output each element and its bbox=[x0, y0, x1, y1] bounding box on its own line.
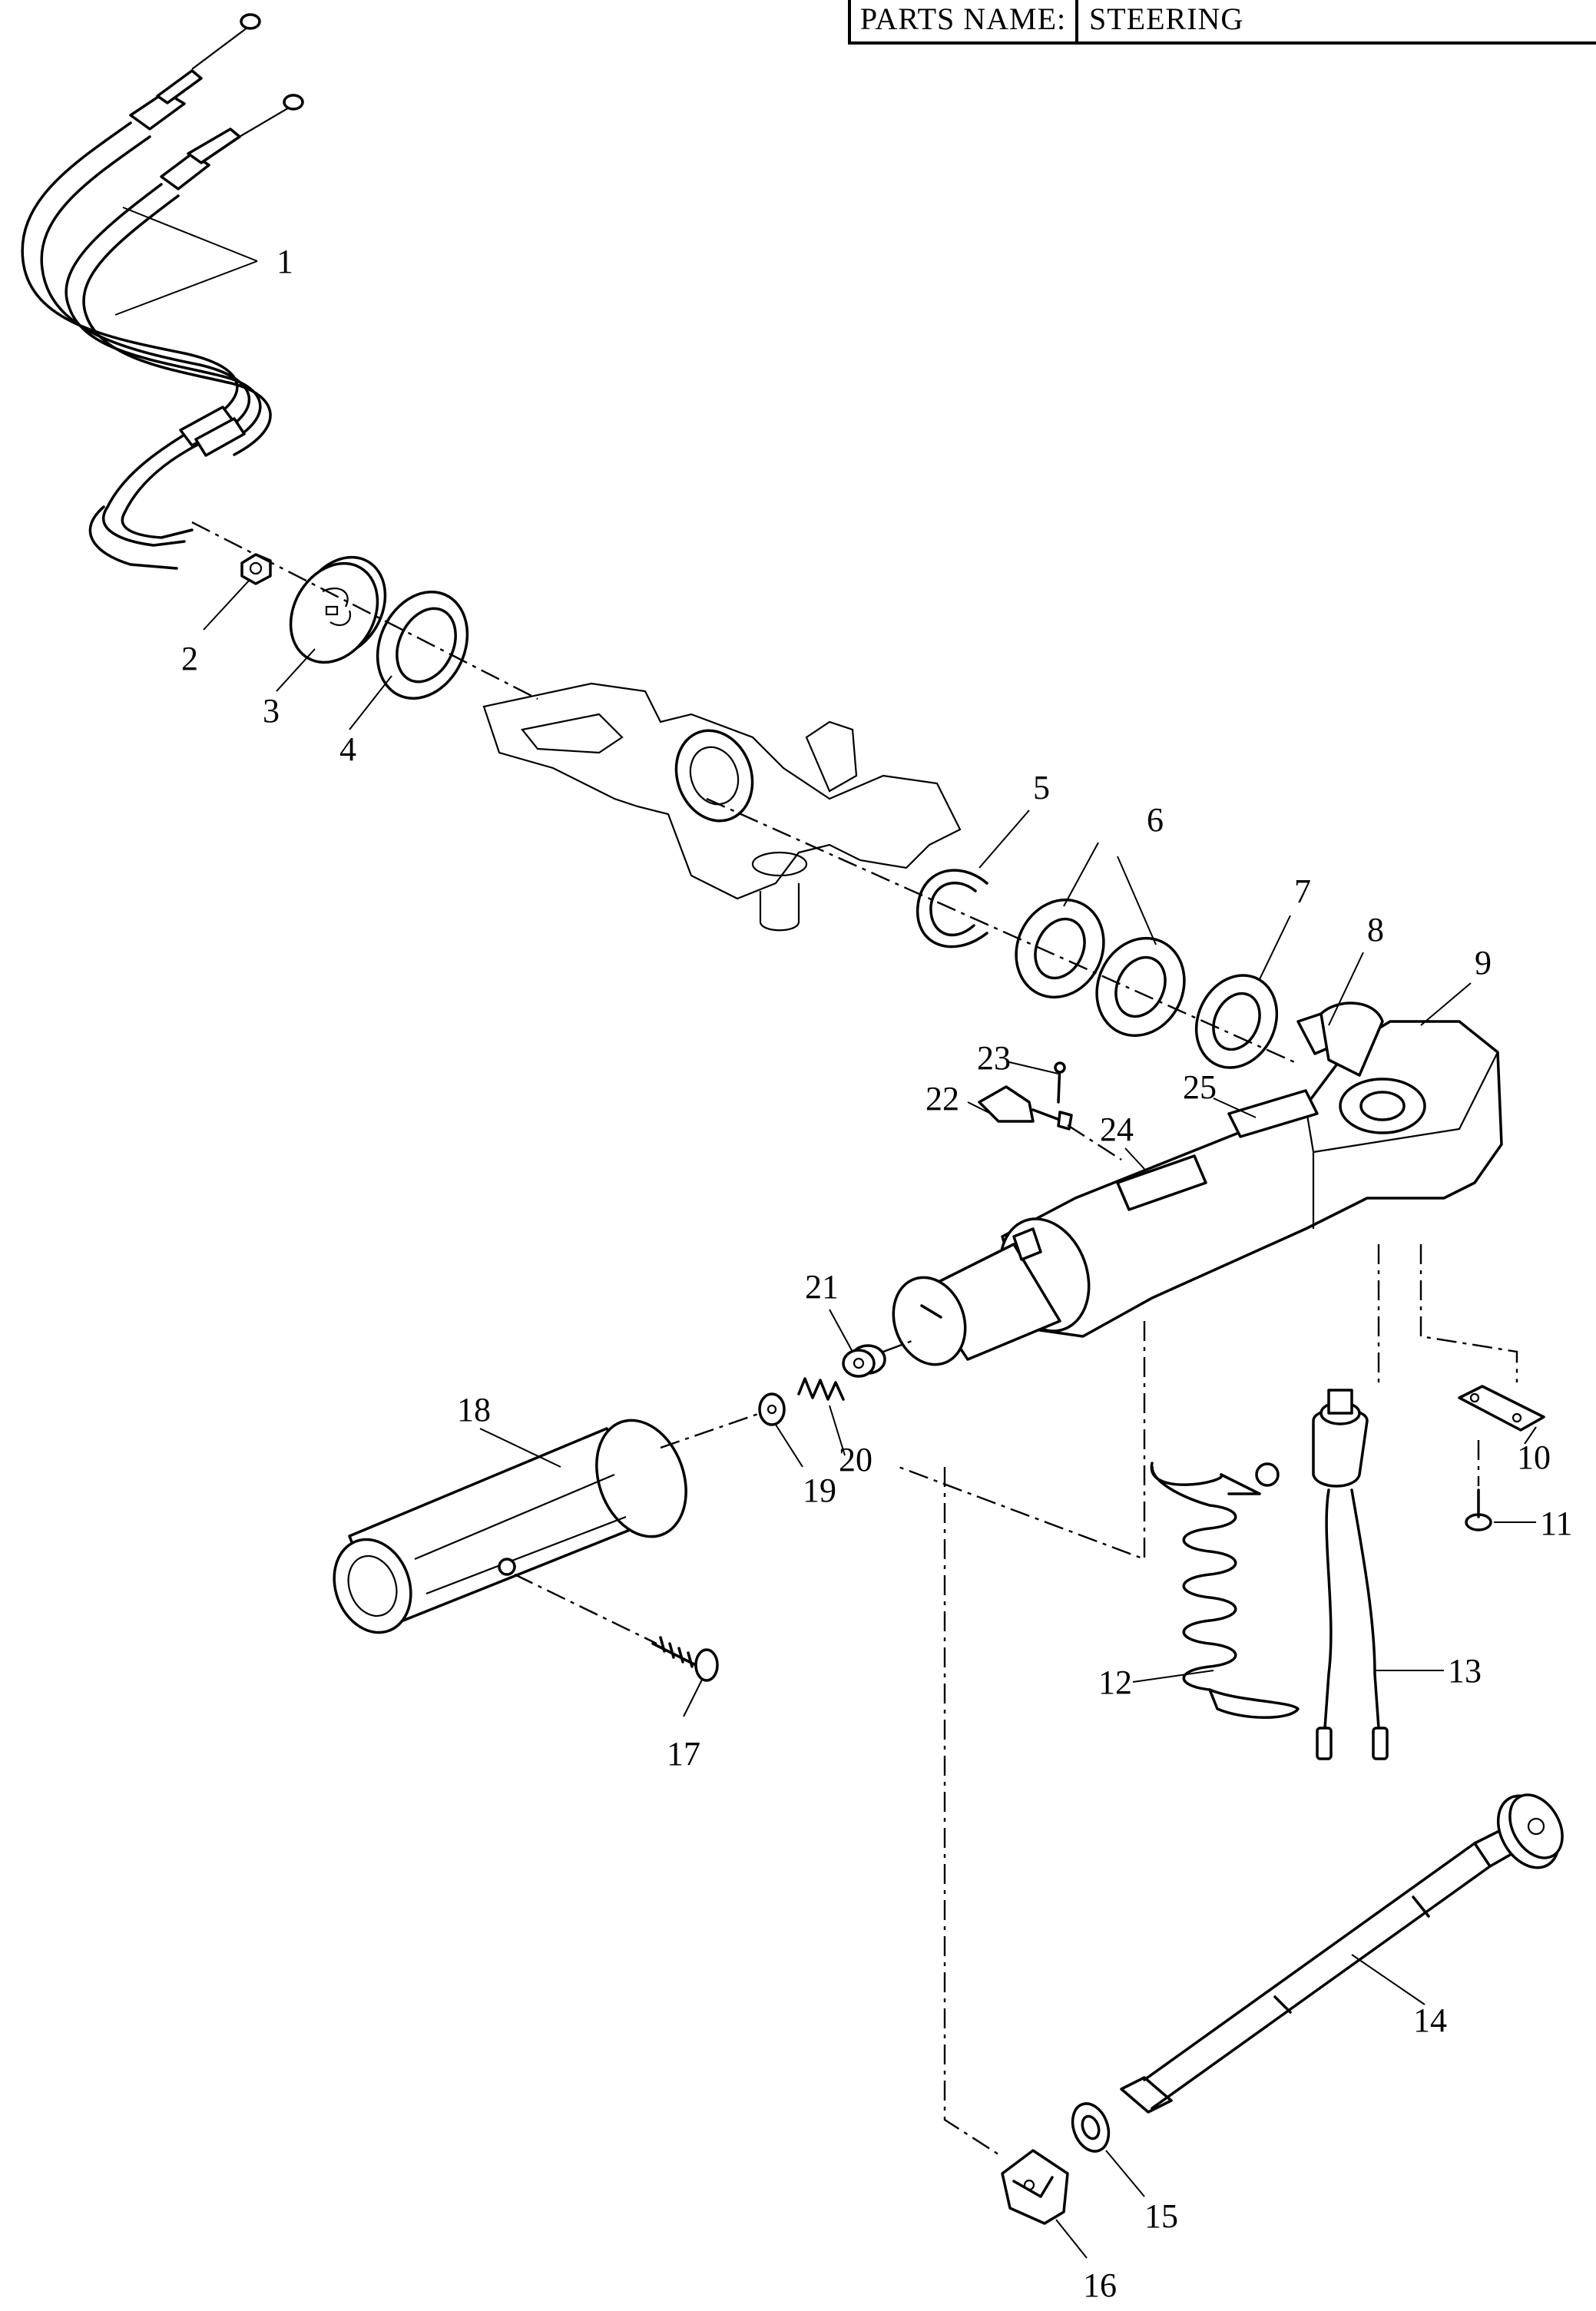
part-lanyard bbox=[1150, 1462, 1300, 1719]
callout-10: 10 bbox=[1517, 1439, 1551, 1476]
part-throttle-shaft bbox=[1120, 1793, 1564, 2114]
parts-name-value: STEERING bbox=[1089, 1, 1244, 36]
callout-25: 25 bbox=[1183, 1068, 1217, 1106]
parts-name-value-cell: STEERING bbox=[1084, 0, 1596, 41]
bracket-axis bbox=[943, 1467, 999, 2156]
part-circlip bbox=[916, 869, 988, 949]
callout-9: 9 bbox=[1475, 944, 1492, 982]
part-swivel-bracket bbox=[482, 682, 962, 932]
callout-numbers: 1 2 3 4 5 6 7 8 9 10 11 12 13 14 15 16 1… bbox=[181, 243, 1572, 2304]
callout-3: 3 bbox=[263, 692, 280, 730]
part-spring bbox=[797, 1377, 845, 1401]
part-friction-plates bbox=[1015, 898, 1186, 1038]
callout-7: 7 bbox=[1294, 872, 1311, 910]
plate-axis bbox=[1419, 1244, 1518, 1382]
callout-15: 15 bbox=[1144, 2197, 1178, 2235]
part-pin-23 bbox=[1054, 1061, 1066, 1104]
callout-18: 18 bbox=[457, 1391, 491, 1429]
callout-8: 8 bbox=[1367, 911, 1384, 949]
part-nut bbox=[240, 553, 272, 585]
knob-axis bbox=[1067, 1124, 1122, 1161]
callout-4: 4 bbox=[339, 730, 356, 768]
callout-22: 22 bbox=[925, 1080, 959, 1117]
part-bush bbox=[842, 1344, 886, 1378]
callout-19: 19 bbox=[803, 1472, 836, 1509]
tiller-front-sleeve bbox=[892, 1217, 1091, 1366]
callout-23: 23 bbox=[977, 1039, 1011, 1077]
lanyard-axis bbox=[898, 1321, 1146, 1561]
parts-name-label: PARTS NAME: bbox=[859, 1, 1067, 36]
part-washer-19 bbox=[758, 1392, 786, 1426]
part-tiller-arm bbox=[1001, 1002, 1503, 1338]
part-screw-11 bbox=[1465, 1488, 1492, 1531]
part-throttle-cables bbox=[21, 13, 304, 570]
part-bracket-plate bbox=[289, 555, 387, 664]
callout-16: 16 bbox=[1083, 2266, 1117, 2304]
part-plate-10 bbox=[1458, 1385, 1545, 1432]
part-bracket-16 bbox=[1001, 2149, 1069, 2225]
part-grip bbox=[333, 1419, 687, 1634]
callout-5: 5 bbox=[1033, 769, 1050, 806]
assembly-axis-upper bbox=[191, 521, 1299, 1065]
part-stop-switch bbox=[1312, 1389, 1389, 1760]
callout-24: 24 bbox=[1100, 1111, 1134, 1148]
callout-13: 13 bbox=[1448, 1652, 1482, 1690]
part-label-24 bbox=[1116, 1154, 1207, 1211]
parts-name-label-cell: PARTS NAME: bbox=[851, 0, 1078, 41]
callout-12: 12 bbox=[1098, 1664, 1132, 1701]
part-washer-7 bbox=[1194, 974, 1279, 1069]
parts-name-header: PARTS NAME: STEERING bbox=[848, 0, 1596, 45]
callout-21: 21 bbox=[805, 1268, 839, 1306]
callout-20: 20 bbox=[839, 1441, 873, 1478]
callout-2: 2 bbox=[181, 640, 198, 677]
callout-1: 1 bbox=[276, 243, 293, 280]
leader-lines bbox=[114, 207, 1537, 2259]
part-screw-17 bbox=[514, 1573, 719, 1682]
callout-14: 14 bbox=[1413, 2001, 1447, 2039]
callout-11: 11 bbox=[1540, 1505, 1572, 1542]
assembly-axis-grip bbox=[660, 1339, 915, 1449]
part-label-25 bbox=[1227, 1089, 1319, 1138]
callout-6: 6 bbox=[1147, 801, 1164, 839]
part-washer-15 bbox=[1071, 2102, 1111, 2153]
callout-17: 17 bbox=[667, 1735, 700, 1773]
part-washer-4 bbox=[376, 590, 469, 700]
